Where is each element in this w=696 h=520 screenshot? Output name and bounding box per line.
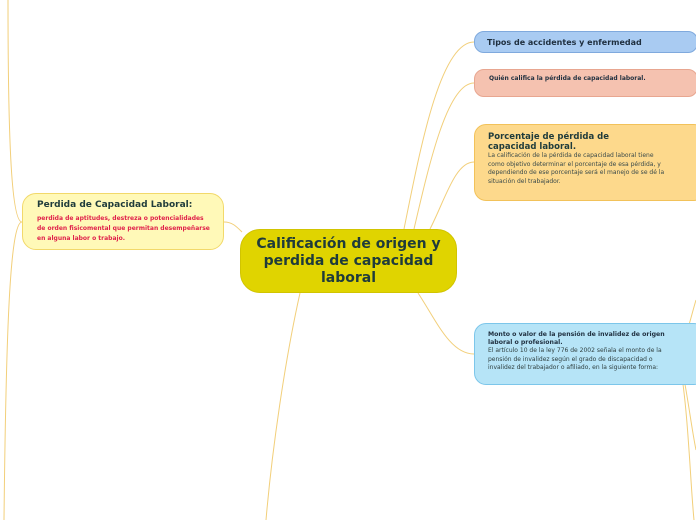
topic-title: Monto o valor de la pensión de invalidez…: [488, 331, 665, 346]
topic-tipos-accidentes[interactable]: Tipos de accidentes y enfermedad: [474, 31, 696, 53]
central-topic-title: Calificación de origen y perdida de capa…: [256, 235, 441, 286]
connector-left-offscreen-top: [7, 0, 23, 223]
topic-title: Perdida de Capacidad Laboral:: [37, 200, 193, 210]
connector-center-down: [265, 292, 301, 520]
topic-monto-pension[interactable]: Monto o valor de la pensión de invalidez…: [474, 323, 696, 385]
topic-title: Tipos de accidentes y enfermedad: [487, 38, 642, 47]
connector-left-offscreen-bottom: [3, 221, 23, 520]
connector-center-left: [223, 221, 243, 233]
topic-description: perdida de aptitudes, destreza o potenci…: [37, 215, 210, 242]
topic-title: Porcentaje de pérdida de capacidad labor…: [488, 132, 610, 152]
central-topic[interactable]: Calificación de origen y perdida de capa…: [240, 229, 457, 293]
connector-center-topic2: [413, 82, 475, 230]
topic-porcentaje-perdida[interactable]: Porcentaje de pérdida de capacidad labor…: [474, 124, 696, 201]
connector-center-topic4: [417, 292, 475, 355]
topic-quien-califica[interactable]: Quién califica la pérdida de capacidad l…: [474, 69, 696, 97]
topic-description: La calificación de la pérdida de capacid…: [488, 152, 665, 185]
topic-perdida-capacidad-laboral[interactable]: Perdida de Capacidad Laboral: perdida de…: [22, 193, 224, 250]
topic-description: El artículo 10 de la ley 776 de 2002 señ…: [488, 347, 662, 371]
topic-title: Quién califica la pérdida de capacidad l…: [489, 75, 646, 82]
connector-center-topic3: [429, 161, 475, 230]
connector-center-topic1: [403, 41, 475, 230]
